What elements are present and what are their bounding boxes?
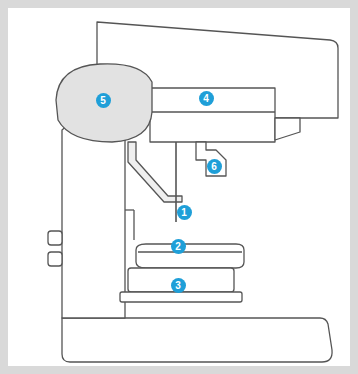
dome <box>56 64 152 142</box>
platform <box>136 244 244 268</box>
platform-rim <box>138 251 242 252</box>
base <box>62 318 332 362</box>
callout-number: 1 <box>177 205 192 220</box>
head-step <box>275 118 300 140</box>
callout-number: 4 <box>199 91 214 106</box>
knob <box>48 231 62 245</box>
callout-number: 5 <box>96 93 111 108</box>
callout-number: 6 <box>207 159 222 174</box>
head-lower <box>150 88 275 142</box>
callout-number: 2 <box>171 239 186 254</box>
frame-ground <box>8 8 350 366</box>
rod-bracket <box>128 142 182 202</box>
knob <box>48 252 62 266</box>
stage <box>128 268 234 292</box>
arm <box>196 142 226 176</box>
device-outline <box>48 22 338 362</box>
column-bracket <box>133 210 134 240</box>
callout-number: 3 <box>171 278 186 293</box>
column-bracket <box>125 209 134 210</box>
head-seam <box>150 111 275 112</box>
stage-plate <box>120 292 242 302</box>
